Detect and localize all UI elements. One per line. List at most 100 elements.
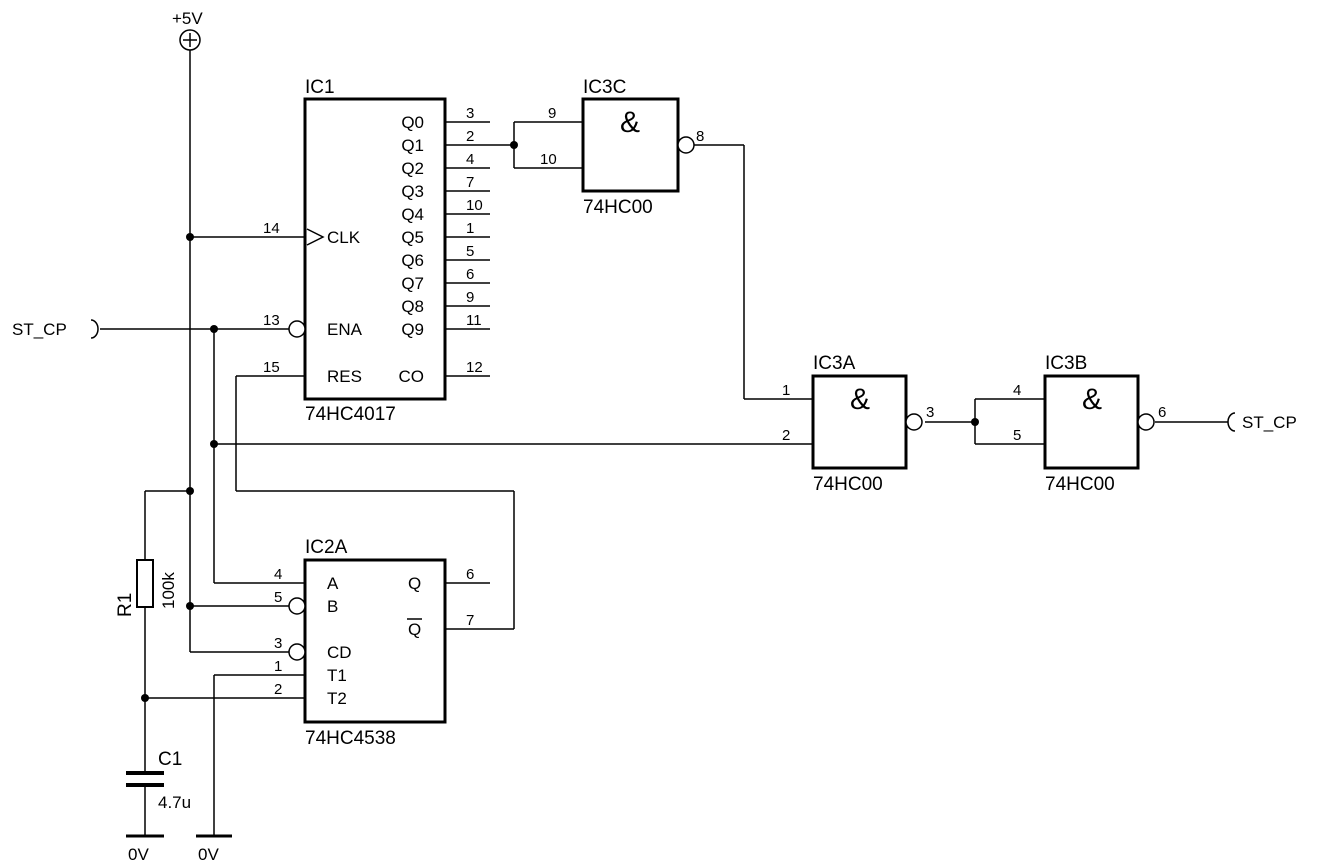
resistor-r1: R1 100k	[115, 559, 178, 617]
ic2a-pin-name: A	[327, 574, 339, 593]
ic1-pin-name: Q2	[401, 159, 424, 178]
ic1-pin-number: 4	[466, 151, 474, 168]
ic1-pin-name: RES	[327, 367, 362, 386]
junction-dot	[510, 141, 518, 149]
ic1-pin-number: 3	[466, 105, 474, 122]
ic2a-pin-name: CD	[327, 643, 352, 662]
ic1-pin-name: Q1	[401, 136, 424, 155]
ground-1: 0V	[126, 834, 164, 864]
ic1-pin-number: 11	[466, 312, 482, 329]
junction-dot	[186, 233, 194, 241]
inversion-bubble	[288, 643, 306, 661]
ic3a-pin-number: 1	[782, 382, 790, 399]
ic1-pin-name: ENA	[327, 320, 363, 339]
c1-value: 4.7u	[158, 793, 191, 812]
junction-dot	[210, 325, 218, 333]
junction-dot	[186, 602, 194, 610]
ic2a-ref: IC2A	[305, 537, 348, 558]
junction-dot	[971, 418, 979, 426]
ic1-pin-number: 15	[263, 359, 280, 376]
ic1-pin-name: Q5	[401, 228, 424, 247]
inversion-bubble	[288, 597, 306, 615]
wires	[100, 50, 1228, 836]
ic3a-ref: IC3A	[813, 353, 856, 374]
ic2a-pin-number: 5	[274, 589, 282, 606]
ic3c-part: 74HC00	[583, 197, 653, 218]
r1-ref: R1	[115, 593, 136, 617]
junctions	[141, 141, 979, 702]
capacitor-c1: C1 4.7u	[126, 749, 191, 812]
ic2a-pin-name: Q	[408, 620, 421, 639]
ic2a-pin-name: Q	[408, 574, 421, 593]
ic1-pin-number: 10	[466, 197, 483, 214]
ic1-pin-number: 12	[466, 359, 483, 376]
ground-2: 0V	[196, 834, 232, 864]
ic2a-pin-name: T1	[327, 666, 347, 685]
resistor-symbol	[136, 559, 154, 608]
ic1-pin-number: 2	[466, 128, 474, 145]
ic3a-pin-number: 3	[926, 404, 934, 421]
ic1-pin-number: 5	[466, 243, 474, 260]
ic1-pin-name: Q7	[401, 274, 424, 293]
ic1-part: 74HC4017	[305, 404, 396, 425]
ic3c-pin-number: 10	[540, 151, 557, 168]
ic3c-pin-number: 8	[696, 128, 704, 145]
ic2a-pin-number: 1	[274, 658, 282, 675]
st-cp-input-label: ST_CP	[12, 320, 67, 339]
ic2a-pin-number: 6	[466, 566, 474, 583]
ic3b-pin-number: 4	[1013, 382, 1021, 399]
ic1-pin-name: Q3	[401, 182, 424, 201]
ic3a-pin-number: 2	[782, 427, 790, 444]
st-cp-output-port: ST_CP	[1227, 412, 1297, 432]
ic3b-nand-gate: IC3B 74HC00 & 4 5 6	[1013, 353, 1166, 495]
ic3b-part: 74HC00	[1045, 474, 1115, 495]
inversion-bubble	[677, 136, 695, 154]
ic2a-body	[303, 558, 447, 724]
supply-label: +5V	[172, 9, 203, 28]
ic3c-body	[581, 97, 680, 193]
ic2a-part: 74HC4538	[305, 728, 396, 749]
junction-dot	[210, 440, 218, 448]
ic3c-ref: IC3C	[583, 77, 626, 98]
ground-label: 0V	[128, 845, 149, 864]
port-connector-icon	[1227, 412, 1236, 432]
clock-edge-icon	[306, 228, 325, 246]
inversion-bubble	[1137, 413, 1155, 431]
ic2a-pin-name: B	[327, 597, 338, 616]
ic1-pin-number: 6	[466, 266, 474, 283]
ic2a-pin-name: T2	[327, 689, 347, 708]
ic3b-ref: IC3B	[1045, 353, 1087, 374]
junction-dot	[186, 487, 194, 495]
ic3b-pin-number: 6	[1158, 404, 1166, 421]
ic3b-pin-number: 5	[1013, 427, 1021, 444]
r1-value: 100k	[159, 572, 178, 609]
inversion-bubble	[905, 413, 923, 431]
nand-symbol: &	[620, 106, 640, 139]
junction-dot	[141, 694, 149, 702]
supply-5v: +5V	[172, 9, 203, 51]
ic2a-monostable: IC2A 74HC4538 A B CD T1 T2 4 5 3 1 2 Q Q…	[274, 537, 474, 749]
ic2a-pin-number: 2	[274, 681, 282, 698]
ic2a-pin-number: 4	[274, 566, 282, 583]
st-cp-output-label: ST_CP	[1242, 413, 1297, 432]
ground-label: 0V	[198, 845, 219, 864]
st-cp-input-port: ST_CP	[12, 319, 99, 339]
ic1-counter: IC1 74HC4017 Q0 Q1 Q2 Q3 Q4 Q5 Q6 Q7 Q8 …	[263, 77, 483, 425]
ic1-pin-number: 1	[466, 220, 474, 237]
ic3a-nand-gate: IC3A 74HC00 & 1 2 3	[782, 353, 934, 495]
ic1-pin-name: Q6	[401, 251, 424, 270]
ic1-pin-name: Q8	[401, 297, 424, 316]
ic2a-pin-number: 3	[274, 635, 282, 652]
ic1-pin-name: CLK	[327, 228, 361, 247]
ic1-pin-number: 7	[466, 174, 474, 191]
ic2a-pin-number: 7	[466, 612, 474, 629]
port-connector-icon	[90, 319, 99, 339]
ic1-body	[303, 97, 447, 401]
nand-symbol: &	[850, 383, 870, 416]
c1-ref: C1	[158, 749, 182, 770]
ic1-ref: IC1	[305, 77, 335, 98]
ic1-pin-name: Q9	[401, 320, 424, 339]
nand-symbol: &	[1082, 383, 1102, 416]
ic1-pin-name: Q4	[401, 205, 424, 224]
